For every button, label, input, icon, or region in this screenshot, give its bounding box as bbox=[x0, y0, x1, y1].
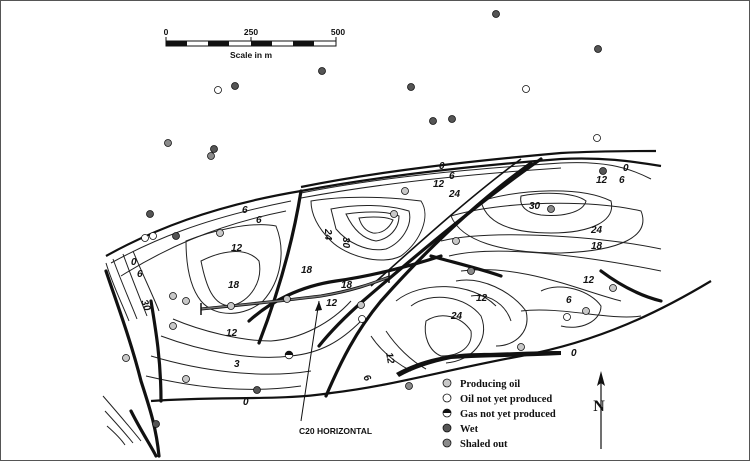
contour-label: 24 bbox=[590, 225, 603, 236]
well-oil-not-yet-produced bbox=[214, 86, 222, 94]
contour-label: 6 bbox=[566, 295, 572, 306]
contour-label: 18 bbox=[228, 280, 240, 291]
scale-label: Scale in m bbox=[230, 50, 272, 60]
contour-label: 12 bbox=[326, 298, 338, 309]
contour-label: 0 bbox=[131, 257, 137, 268]
scale-tick-500: 500 bbox=[331, 27, 345, 37]
legend-item-wet: Wet bbox=[442, 423, 479, 435]
well-wet bbox=[253, 386, 261, 394]
well-wet bbox=[231, 82, 239, 90]
well-wet bbox=[599, 167, 607, 175]
well-producing-oil bbox=[609, 284, 617, 292]
contour-label: 18 bbox=[301, 265, 313, 276]
well-shaled-out bbox=[164, 139, 172, 147]
legend-label: Shaled out bbox=[460, 439, 508, 450]
legend-label: Oil not yet produced bbox=[460, 394, 552, 405]
well-oil-not-yet-produced bbox=[141, 234, 149, 242]
well-producing-oil bbox=[227, 302, 235, 310]
contour-label: 0 bbox=[243, 397, 249, 408]
contour-label: 6 bbox=[619, 175, 625, 186]
legend-label: Gas not yet produced bbox=[460, 409, 556, 420]
well-producing-oil bbox=[357, 301, 365, 309]
contour-label: 30 bbox=[138, 298, 152, 313]
north-arrow-label: N bbox=[593, 398, 605, 415]
well-wet bbox=[407, 83, 415, 91]
contour-label: 18 bbox=[591, 241, 603, 252]
contour-label: 6 bbox=[449, 171, 455, 182]
contour-label: 18 bbox=[341, 280, 353, 291]
contour-label: 30 bbox=[340, 237, 351, 249]
well-producing-oil bbox=[390, 210, 398, 218]
well-oil-not-yet-produced bbox=[563, 313, 571, 321]
fault-lines bbox=[104, 157, 663, 458]
well-oil-not-yet-produced bbox=[522, 85, 530, 93]
legend-item-oil-not-yet-produced: Oil not yet produced bbox=[442, 393, 552, 405]
legend-item-producing-oil: Producing oil bbox=[442, 378, 520, 390]
scale-tick-0: 0 bbox=[164, 27, 169, 37]
legend-label: Wet bbox=[460, 424, 479, 435]
well-producing-oil bbox=[452, 237, 460, 245]
contour-label: 24 bbox=[450, 311, 463, 322]
well-producing-oil bbox=[182, 375, 190, 383]
contour-label: 0 bbox=[439, 161, 445, 172]
contour-label: 12 bbox=[433, 179, 445, 190]
well-wet bbox=[152, 420, 160, 428]
contour-label: 0 bbox=[623, 163, 629, 174]
well-producing-oil bbox=[216, 229, 224, 237]
well-shaled-out bbox=[207, 152, 215, 160]
north-arrow-icon: N bbox=[593, 371, 605, 449]
contour-label: 12 bbox=[383, 352, 396, 365]
well-producing-oil bbox=[169, 292, 177, 300]
contour-label: 0 bbox=[571, 348, 577, 359]
contour-lines bbox=[102, 149, 712, 446]
well-wet bbox=[492, 10, 500, 18]
contour-label: 12 bbox=[226, 328, 238, 339]
contour-label: 6 bbox=[137, 269, 143, 280]
well-wet bbox=[448, 115, 456, 123]
well-oil-not-yet-produced bbox=[593, 134, 601, 142]
well-wet bbox=[318, 67, 326, 75]
contour-label: 24 bbox=[322, 228, 333, 241]
well-oil-not-yet-produced bbox=[149, 232, 157, 240]
well-producing-oil bbox=[182, 297, 190, 305]
contour-label: 24 bbox=[448, 189, 461, 200]
contour-label: 12 bbox=[596, 175, 608, 186]
contour-label: 3 bbox=[234, 359, 240, 370]
c20-horizontal-well: C20 HORIZONTAL bbox=[200, 271, 390, 436]
well-symbols bbox=[122, 10, 617, 428]
legend-item-shaled-out: Shaled out bbox=[442, 438, 508, 450]
contour-label: 6 bbox=[360, 373, 373, 384]
well-producing-oil bbox=[401, 187, 409, 195]
contour-label: 12 bbox=[476, 293, 488, 304]
contour-label: 6 bbox=[242, 205, 248, 216]
well-producing-oil bbox=[582, 307, 590, 315]
legend: Producing oil Oil not yet produced Gas n… bbox=[442, 378, 556, 450]
well-shaled-out bbox=[405, 382, 413, 390]
well-wet bbox=[146, 210, 154, 218]
well-wet bbox=[172, 232, 180, 240]
contour-labels: 0 6 12 24 30 24 18 12 0 6 12 18 30 24 12… bbox=[131, 161, 629, 408]
well-shaled-out bbox=[467, 267, 475, 275]
scale-tick-250: 250 bbox=[244, 27, 258, 37]
well-wet bbox=[429, 117, 437, 125]
c20-horizontal-label: C20 HORIZONTAL bbox=[299, 426, 372, 436]
contour-label: 12 bbox=[231, 243, 243, 254]
well-producing-oil bbox=[283, 295, 291, 303]
well-wet bbox=[210, 145, 218, 153]
well-wet bbox=[594, 45, 602, 53]
legend-item-gas-not-yet-produced: Gas not yet produced bbox=[442, 408, 556, 420]
contour-label: 12 bbox=[583, 275, 595, 286]
well-oil-not-yet-produced bbox=[358, 315, 366, 323]
well-producing-oil bbox=[517, 343, 525, 351]
contour-label: 30 bbox=[529, 201, 541, 212]
well-gas-not-yet-produced bbox=[284, 350, 294, 360]
well-producing-oil bbox=[169, 322, 177, 330]
scale-bar: 0 250 500 Scale in m bbox=[164, 27, 346, 60]
legend-label: Producing oil bbox=[460, 379, 520, 390]
contour-label: 6 bbox=[256, 215, 262, 226]
well-shaled-out bbox=[547, 205, 555, 213]
well-producing-oil bbox=[122, 354, 130, 362]
